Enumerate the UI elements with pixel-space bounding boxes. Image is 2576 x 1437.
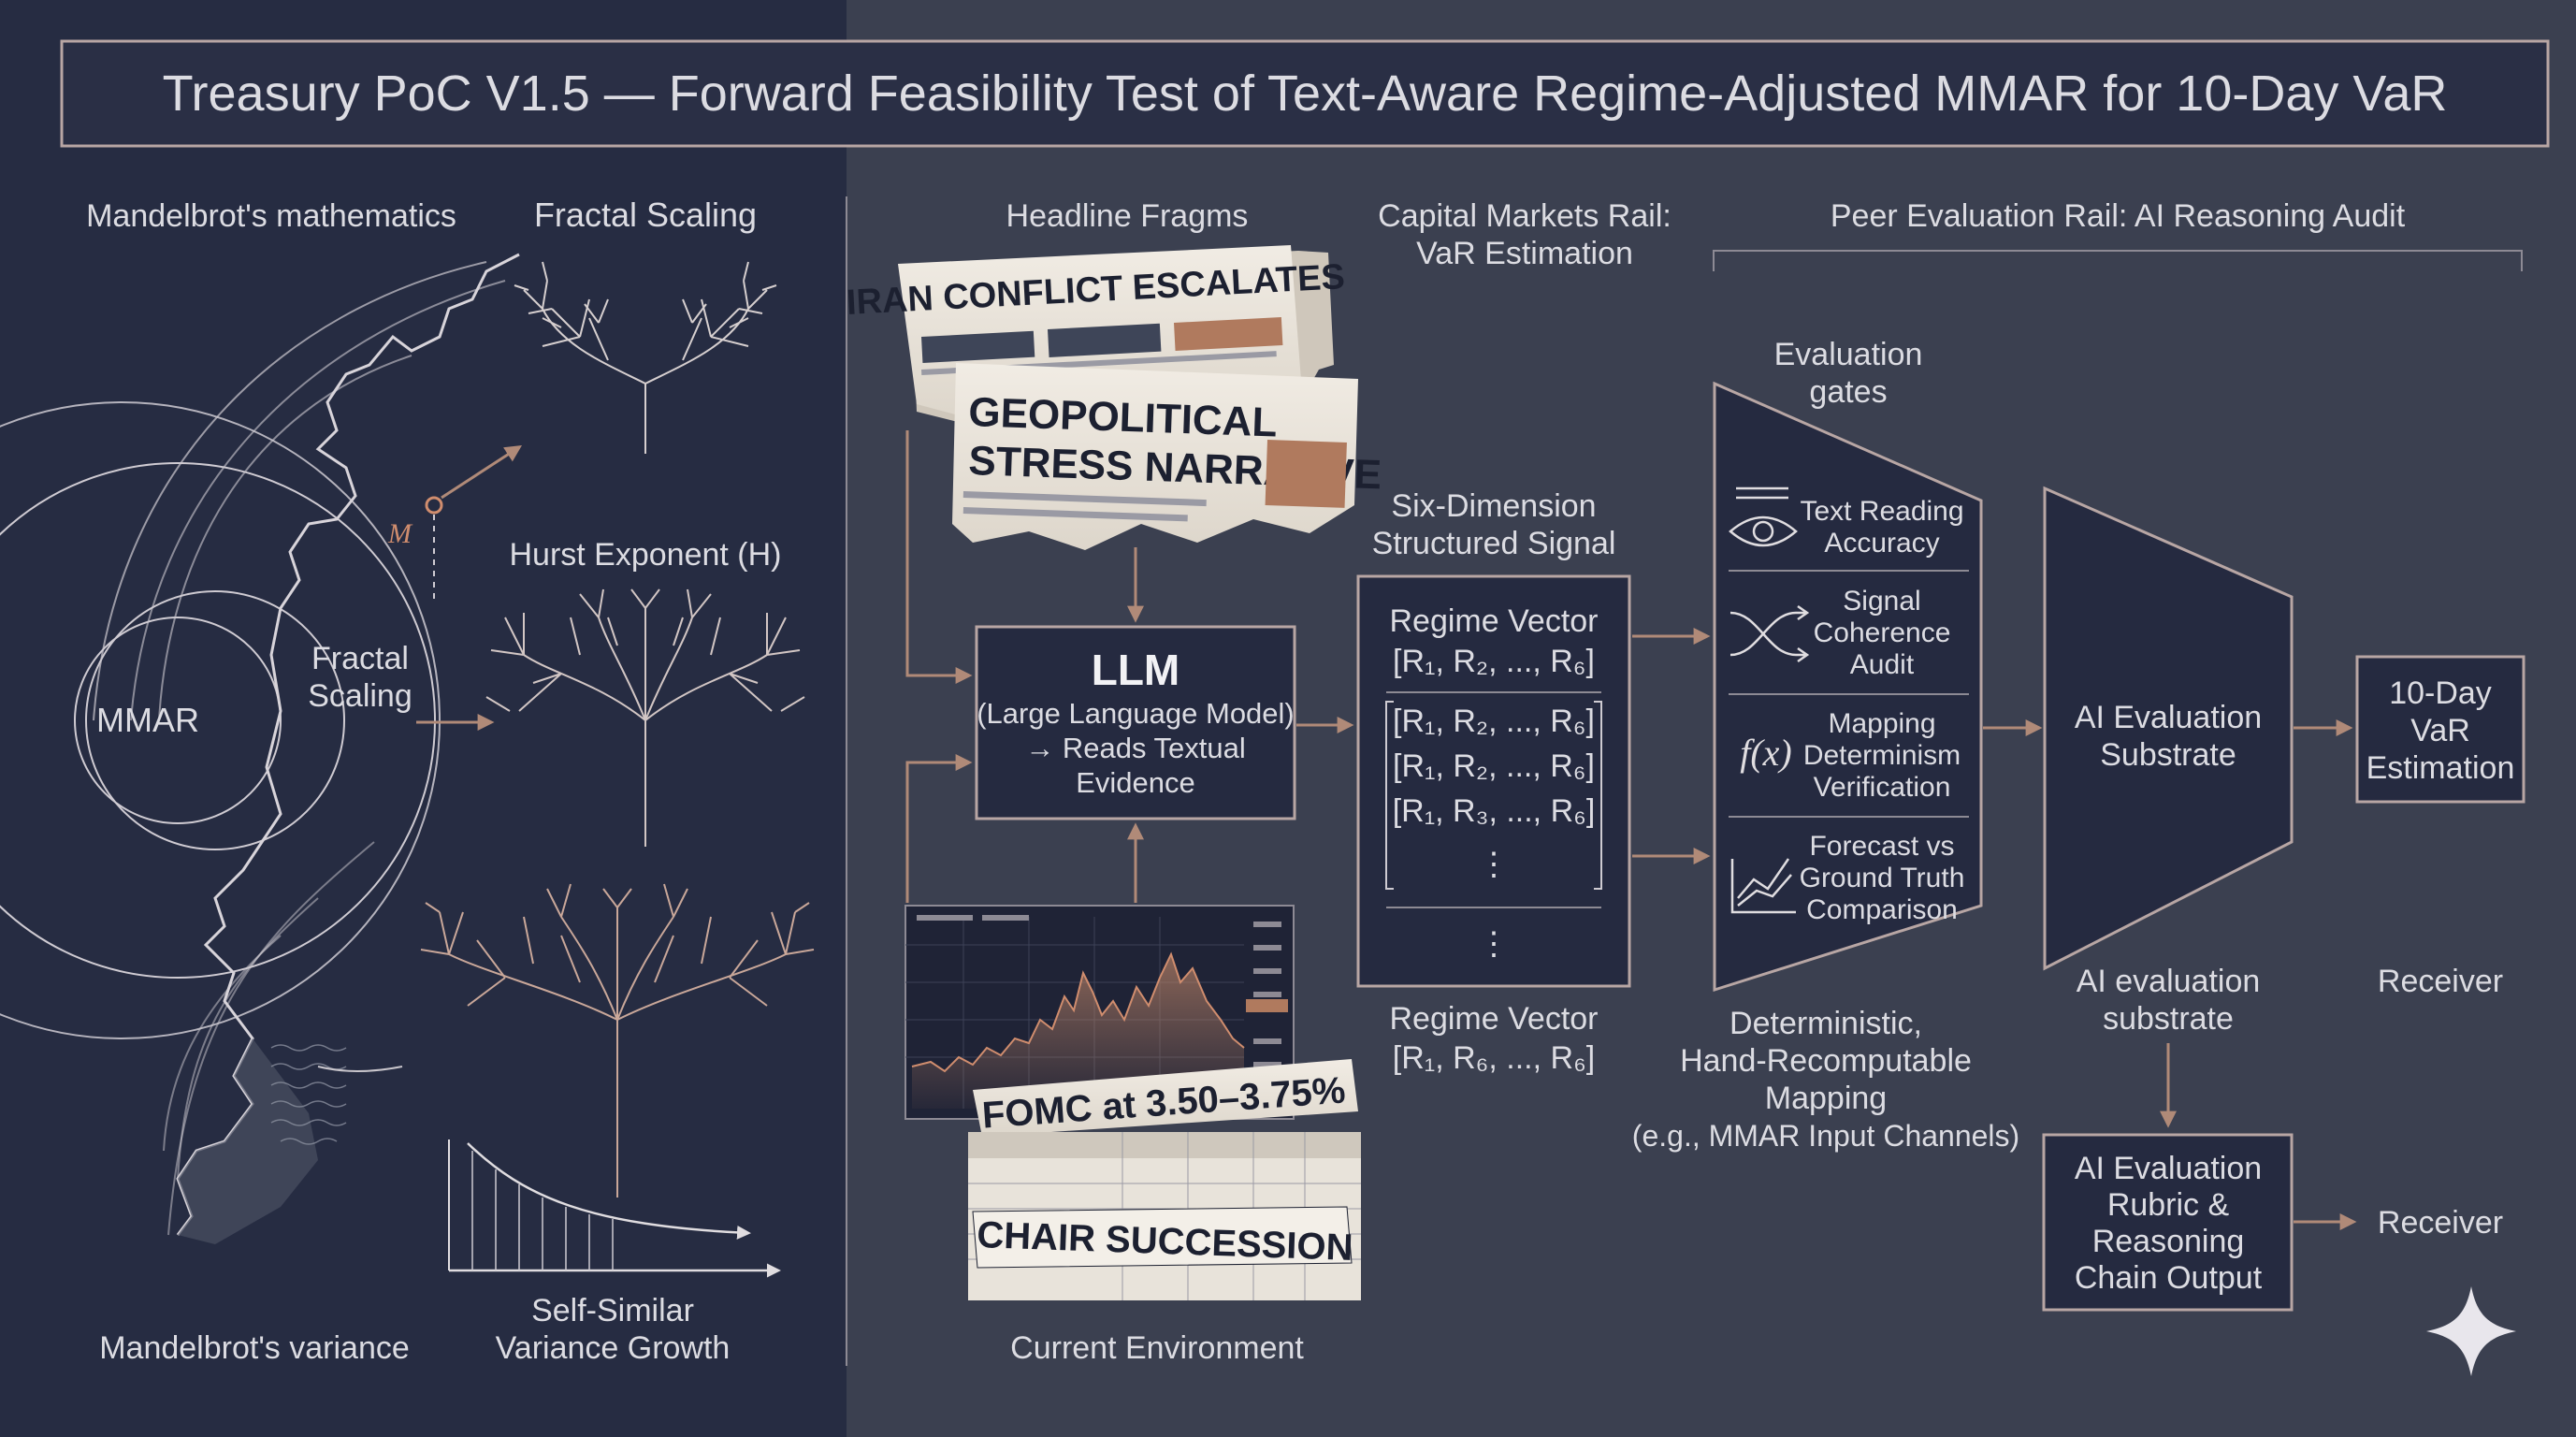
gate-signal-coherence-2: Coherence [1814,617,1951,648]
fractal-tree-large [420,883,815,1198]
var-estimation-2: VaR [2410,713,2470,748]
deterministic-label-3: Mapping [1765,1081,1887,1116]
regime-vector-below-title: Regime Vector [1390,1001,1599,1037]
self-similar-label-1: Self-Similar [531,1293,694,1328]
ai-substrate-label-1: AI Evaluation [2075,700,2262,735]
headline-fragms-label: Headline Fragms [1006,198,1249,234]
llm-box [975,625,1296,820]
fractal-tree-small [514,261,777,454]
svg-text:GEOPOLITICAL: GEOPOLITICAL [968,389,1279,445]
sparkle-icon [2426,1286,2516,1376]
evaluation-gates-label-1: Evaluation [1774,337,1923,372]
ai-substrate-below-2: substrate [2103,1001,2234,1037]
rubric-output-4: Chain Output [2075,1260,2263,1296]
self-similar-label-2: Variance Growth [496,1330,731,1366]
mandelbrot-math-label: Mandelbrot's mathematics [86,198,456,234]
regime-vector-row-3: [R₁, R₃, ..., R₆] [1393,793,1596,829]
gate-mapping-1: Mapping [1828,708,1935,739]
six-dim-header-2: Structured Signal [1372,526,1616,561]
evaluation-gates-funnel [1713,381,1983,993]
llm-line-3: Evidence [1076,766,1195,799]
gate-text-reading-1: Text Reading [1800,496,1963,527]
page-title: Treasury PoC V1.5 — Forward Feasibility … [163,65,2448,122]
regime-vector-title: Regime Vector [1390,603,1599,639]
regime-vector-below-value: [R₁, R₆, ..., R₆] [1393,1040,1595,1076]
deterministic-label-4: (e.g., MMAR Input Channels) [1632,1119,2019,1153]
scaling-arrow-up [441,445,523,500]
mmar-arcs [0,261,506,1236]
mmar-label: MMAR [96,701,199,739]
llm-line-2: → Reads Textual [1025,732,1246,764]
gate-forecast-3: Comparison [1806,894,1958,925]
ai-substrate-funnel [2043,486,2294,971]
capital-rail-label-2: VaR Estimation [1416,236,1633,271]
regime-vector-main: [R₁, R₂, ..., R₆] [1393,644,1595,679]
current-environment-label: Current Environment [1010,1330,1304,1366]
signal-box [1356,574,1631,988]
evaluation-gates-label-2: gates [1809,374,1887,410]
peer-eval-rail-label: Peer Evaluation Rail: AI Reasoning Audit [1831,198,2406,234]
vector-stack-bracket [1385,701,1602,890]
var-estimation-1: 10-Day [2389,675,2492,711]
scaling-point [425,496,443,515]
var-estimation-box [2355,655,2525,804]
gate-mapping-3: Verification [1814,772,1951,803]
shuffle-icon [1729,604,1810,663]
hurst-exponent-label: Hurst Exponent (H) [510,537,782,573]
variance-curve [317,1066,403,1072]
rubric-output-1: AI Evaluation [2075,1151,2262,1186]
llm-title: LLM [1092,646,1180,694]
coastline-shade [178,1038,318,1244]
gate-text-reading-2: Accuracy [1824,528,1939,559]
gate-forecast-2: Ground Truth [1800,863,1965,893]
function-icon: f(x) [1740,732,1792,774]
receiver-top-label: Receiver [2378,964,2503,999]
gate-signal-coherence-1: Signal [1843,586,1920,617]
rubric-output-2: Rubric & [2107,1187,2230,1223]
fractal-scaling-inner-1: Fractal [311,641,409,676]
gate-signal-coherence-3: Audit [1850,649,1915,680]
arrow-left-rail-bottom [905,754,973,903]
fractal-scaling-top-label: Fractal Scaling [534,196,757,234]
ai-substrate-below-1: AI evaluation [2077,964,2261,999]
title-bar [60,39,2550,148]
regime-vector-row-1: [R₁, R₂, ..., R₆] [1393,704,1595,739]
fractal-tree-medium [485,588,805,847]
m-symbol: M [387,518,413,549]
ai-substrate-label-2: Substrate [2100,737,2236,773]
line-chart-icon [1730,858,1796,914]
rubric-output-box [2042,1133,2294,1312]
arrow-left-rail-top [905,430,973,684]
gate-mapping-2: Determinism [1803,740,1961,771]
news-clipping-geopolitical: GEOPOLITICAL STRESS NARRATIVE [952,363,1382,550]
deterministic-label-2: Hand-Recomputable [1680,1043,1972,1079]
capital-rail-label-1: Capital Markets Rail: [1378,198,1672,234]
data-table-clipping: CHAIR SUCCESSION [968,1132,1361,1300]
regime-vector-row-2: [R₁, R₂, ..., R₆] [1393,748,1595,784]
gate-forecast-1: Forecast vs [1809,831,1954,862]
regime-vector-ellipsis-2: ⋮ [1478,926,1510,962]
regime-vector-ellipsis-1: ⋮ [1478,847,1510,882]
rubric-output-3: Reasoning [2092,1224,2245,1259]
variance-growth-chart [448,1139,781,1278]
eye-icon [1729,486,1798,547]
llm-line-1: (Large Language Model) [977,697,1295,730]
var-estimation-3: Estimation [2366,750,2515,786]
deterministic-label-1: Deterministic, [1729,1006,1922,1041]
mandelbrot-variance-label: Mandelbrot's variance [99,1330,410,1366]
left-panel-bg [0,0,847,1437]
peer-eval-rail-bracket [1713,250,2523,271]
six-dim-header-1: Six-Dimension [1391,488,1596,524]
fractal-scaling-inner-2: Scaling [308,678,412,714]
receiver-bottom-label: Receiver [2378,1205,2503,1241]
